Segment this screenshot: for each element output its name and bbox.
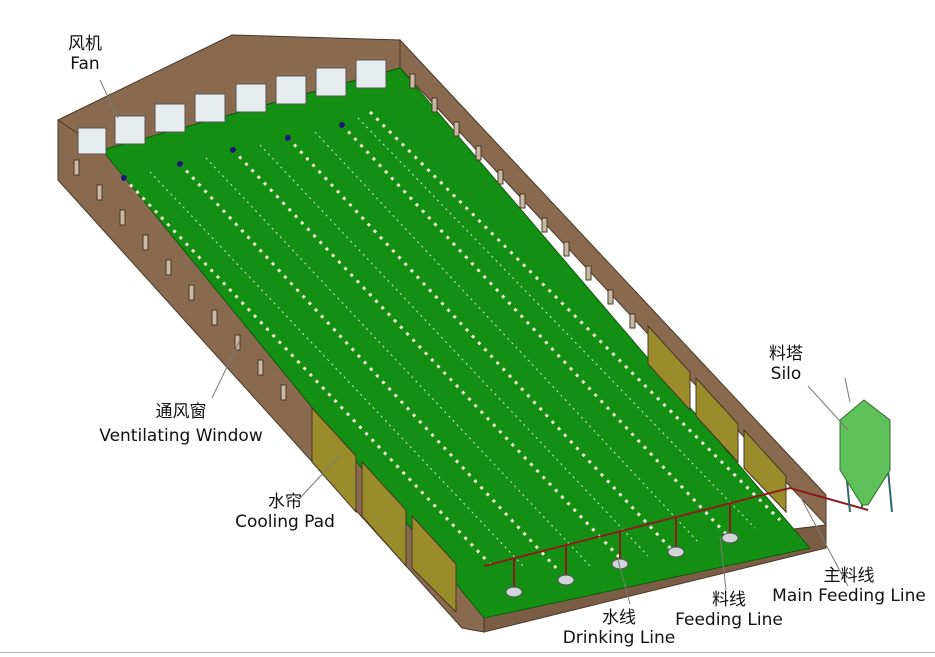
window (453, 121, 460, 137)
label-cooling-pad: 水帘 Cooling Pad (222, 492, 348, 532)
feeding-line (231, 148, 624, 562)
line-head (230, 147, 236, 153)
window (96, 184, 103, 201)
main-feeding-pipe (483, 486, 869, 567)
cooling-pad (361, 460, 407, 568)
leader-lines (99, 79, 849, 605)
cooling-pad (311, 406, 357, 514)
hopper (557, 574, 575, 586)
feeding-line (286, 136, 674, 552)
drinking-lines (149, 117, 756, 569)
hopper-drops (513, 503, 731, 590)
feeding-line (340, 123, 730, 538)
fan-unit (235, 83, 267, 113)
label-silo-zh: 料塔 (769, 344, 803, 364)
label-water-line: 水线 Drinking Line (552, 608, 686, 648)
fan-unit (355, 59, 387, 89)
leader-main-line (799, 495, 849, 587)
label-window: 通风窗 Ventilating Window (86, 402, 276, 446)
label-feed-line: 料线 Feeding Line (664, 590, 794, 630)
label-water-line-zh: 水线 (602, 608, 636, 628)
window (165, 259, 172, 276)
leader-silo (807, 385, 849, 431)
bottom-divider (0, 652, 935, 653)
fan-unit (114, 115, 146, 145)
window (257, 359, 264, 376)
label-main-line-zh: 主料线 (823, 566, 875, 586)
label-fan-zh: 风机 (68, 34, 102, 54)
leader-cooling-pad (299, 454, 341, 499)
window (188, 284, 195, 301)
line-head (285, 135, 291, 141)
silo-leg (887, 469, 893, 513)
window (541, 217, 548, 233)
label-water-line-en: Drinking Line (562, 628, 676, 648)
left-cooling-pads (311, 406, 457, 614)
label-cooling-pad-zh: 水帘 (268, 492, 302, 512)
label-window-zh: 通风窗 (155, 402, 207, 422)
window (234, 334, 241, 351)
window (629, 313, 636, 329)
line-head (339, 122, 345, 128)
left-windows (73, 159, 287, 401)
window (497, 169, 504, 185)
label-feed-line-zh: 料线 (712, 590, 746, 610)
label-fan: 风机 Fan (55, 34, 115, 74)
label-silo-en: Silo (770, 364, 802, 384)
feeding-lines (122, 110, 782, 574)
window (142, 234, 149, 251)
leader-feed-line (719, 535, 727, 591)
label-silo: 料塔 Silo (750, 344, 822, 384)
label-cooling-pad-en: Cooling Pad (235, 512, 335, 532)
fan-unit (77, 127, 107, 155)
silo (839, 377, 893, 513)
cooling-pad (411, 514, 457, 614)
right-windows (409, 73, 636, 329)
line-head (177, 161, 183, 167)
drinking-line (314, 131, 701, 545)
drinking-line (259, 144, 649, 557)
silo-body (839, 399, 891, 506)
window (475, 145, 482, 161)
line-head (121, 175, 127, 181)
window (519, 193, 526, 209)
label-main-line: 主料线 Main Feeding Line (766, 566, 932, 606)
fan-unit (194, 93, 226, 123)
window (119, 209, 126, 226)
line-heads (121, 122, 345, 181)
fan-unit (275, 75, 307, 105)
leader-water-line (617, 559, 631, 605)
window (607, 289, 614, 305)
window (73, 159, 80, 176)
leader-window (211, 339, 241, 399)
window (280, 384, 287, 401)
cooling-pad (695, 376, 739, 464)
feeding-line (122, 176, 492, 566)
feeding-line (178, 162, 562, 574)
fan-unit (315, 67, 347, 97)
window (585, 265, 592, 281)
drinking-line (357, 117, 756, 529)
fan-unit (154, 103, 186, 133)
label-fan-en: Fan (70, 54, 100, 74)
window (563, 241, 570, 257)
fan-row (77, 59, 387, 155)
hopper (667, 546, 685, 558)
drinking-line (149, 171, 526, 569)
label-main-line-en: Main Feeding Line (772, 586, 926, 606)
hoppers (505, 532, 739, 598)
window (211, 309, 218, 326)
window (409, 73, 416, 89)
hopper (721, 532, 739, 544)
label-feed-line-en: Feeding Line (675, 610, 783, 630)
feeding-line (368, 110, 782, 522)
cooling-pad (647, 324, 691, 412)
label-window-en: Ventilating Window (99, 426, 263, 446)
hopper (505, 586, 523, 598)
silo-vent (844, 377, 851, 403)
window (431, 97, 438, 113)
leader-fan (99, 79, 119, 119)
